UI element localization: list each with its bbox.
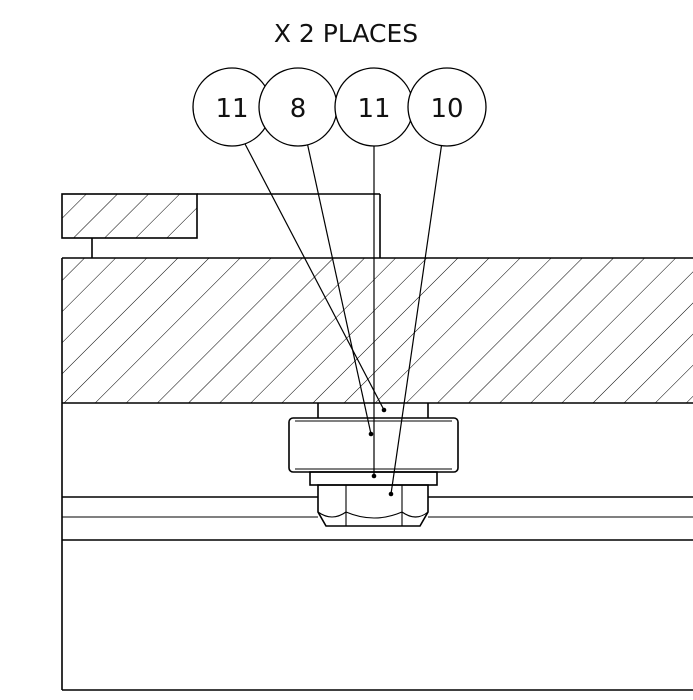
hex-nut: [317, 484, 429, 527]
balloon-label: 10: [430, 94, 463, 124]
leader-lines: [243, 141, 443, 497]
spacer: [317, 403, 429, 418]
lower-body: [61, 403, 693, 691]
balloon-label: 11: [215, 94, 248, 124]
balloon-label: 8: [290, 94, 307, 124]
balloon-11-a: 11: [192, 67, 272, 147]
top-small-part: [61, 193, 381, 258]
note-text: X 2 PLACES: [274, 19, 418, 48]
balloon-label: 11: [357, 94, 390, 124]
balloon-10: 10: [407, 67, 487, 147]
balloon-8: 8: [258, 67, 338, 147]
balloon-11-b: 11: [334, 67, 414, 147]
hatched-plate: [61, 257, 693, 404]
